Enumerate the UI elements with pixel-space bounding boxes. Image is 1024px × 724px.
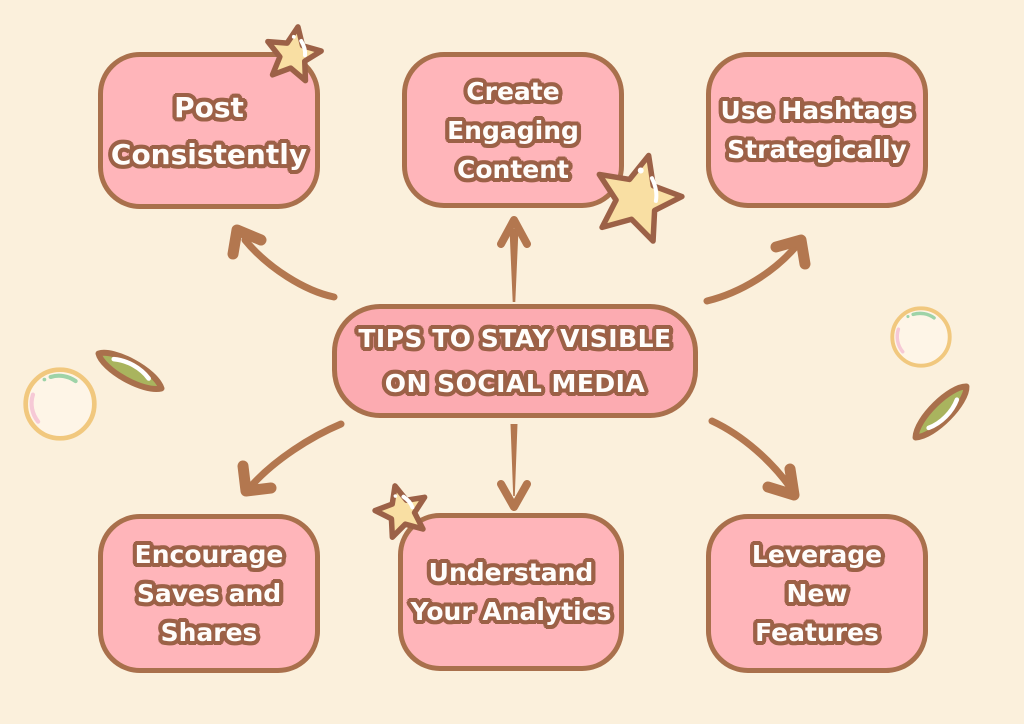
tip-line: Shares (160, 618, 258, 647)
tip-line: Content (457, 154, 569, 184)
tip-line: Use Hashtags (720, 96, 914, 125)
tip-text: Leverage New Features (752, 535, 882, 652)
tip-box-use-hashtags-strategically: Use Hashtags Strategically (706, 52, 928, 208)
tip-line: Understand (428, 558, 594, 587)
tip-line: Post (174, 90, 244, 124)
tip-box-post-consistently: Post Consistently (98, 52, 320, 209)
arrow-to-top-center-icon (497, 216, 531, 302)
tip-line: Features (755, 618, 879, 647)
tip-text: Encourage Saves and Shares (135, 535, 284, 652)
tip-line: Consistently (110, 137, 308, 171)
tip-text: Understand Your Analytics (411, 553, 612, 631)
arrow-to-top-left-icon (227, 224, 338, 301)
tip-box-create-engaging-content: Create Engaging Content (402, 52, 624, 208)
tip-line: Saves and (136, 579, 282, 608)
tip-line: Create (466, 76, 560, 106)
tip-line: Leverage (751, 540, 883, 569)
tip-line: Engaging (447, 115, 579, 145)
tip-line: Strategically (727, 135, 907, 164)
tip-line: Your Analytics (410, 597, 612, 626)
center-title-line1: TIPS TO STAY VISIBLE (358, 324, 672, 353)
tip-box-understand-your-analytics: Understand Your Analytics (398, 513, 624, 671)
tip-box-leverage-new-features: Leverage New Features (706, 514, 928, 673)
arrow-to-bottom-center-icon (497, 424, 531, 511)
leaf-icon (909, 380, 973, 444)
center-title-line2: ON SOCIAL MEDIA (384, 369, 646, 398)
tip-text: Post Consistently (111, 84, 307, 178)
tip-line: New (786, 579, 848, 608)
arrow-to-top-right-icon (703, 234, 811, 305)
leaf-icon (94, 345, 166, 396)
arrow-to-bottom-right-icon (708, 417, 800, 501)
center-topic-box: TIPS TO STAY VISIBLE ON SOCIAL MEDIA (332, 304, 698, 418)
tip-text: Use Hashtags Strategically (721, 91, 914, 169)
arrow-to-bottom-left-icon (237, 420, 345, 497)
tip-box-encourage-saves-and-shares: Encourage Saves and Shares (98, 514, 320, 673)
bubble-icon (890, 306, 952, 368)
tip-text: Create Engaging Content (447, 72, 579, 189)
tip-line: Encourage (134, 540, 284, 569)
bubble-icon (26, 370, 95, 439)
